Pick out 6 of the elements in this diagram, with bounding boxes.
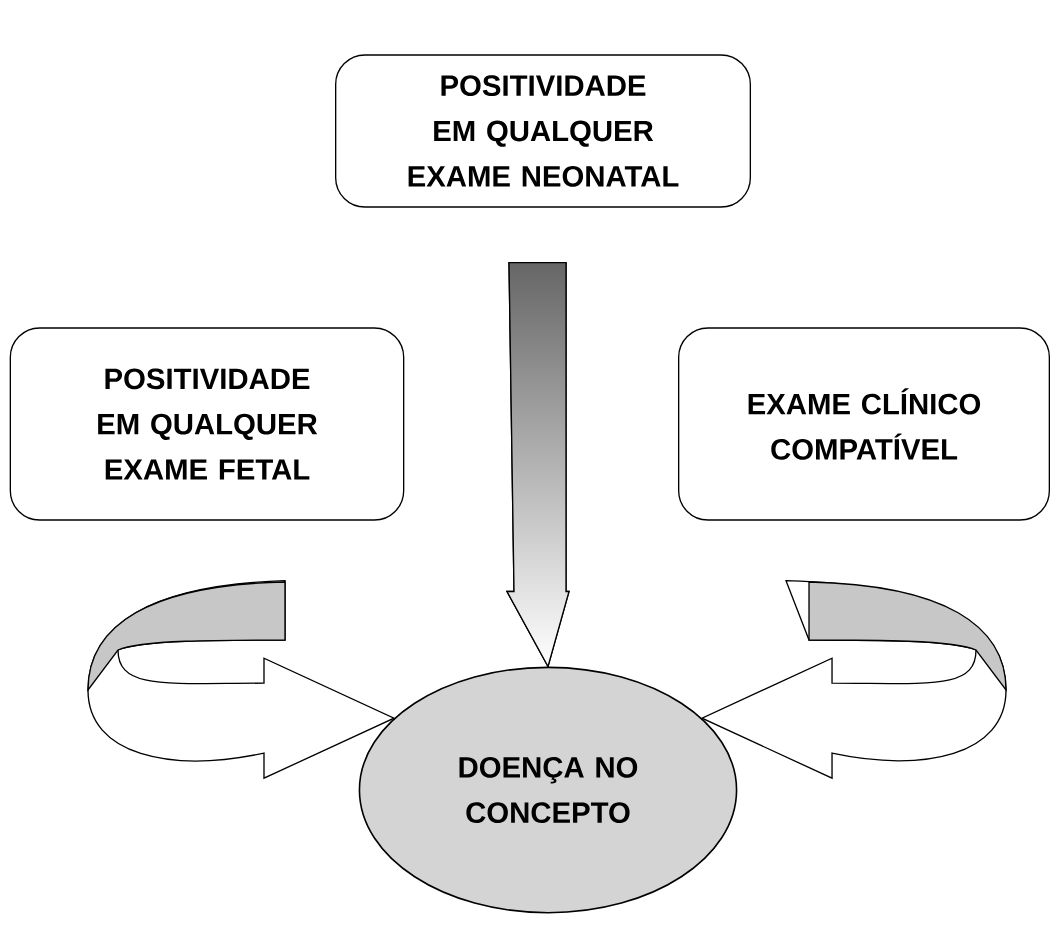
criterion-box: EXAME CLÍNICO COMPATÍVEL <box>678 327 1050 521</box>
block-arrow <box>505 262 570 669</box>
curved-arrow <box>87 580 395 779</box>
criterion-box: POSITIVIDADE EM QUALQUER EXAME FETAL <box>9 327 405 521</box>
curved-arrow <box>701 580 1007 779</box>
criterion-box: POSITIVIDADE EM QUALQUER EXAME NEONATAL <box>335 54 751 208</box>
